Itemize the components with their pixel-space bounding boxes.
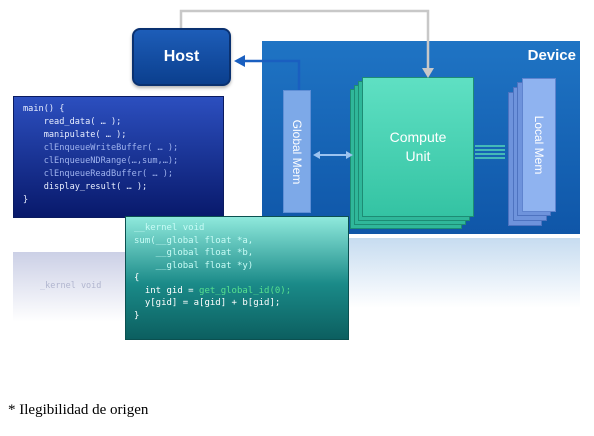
kernel-code-line: __global float *y): [134, 260, 254, 271]
host-code-line: main() {: [23, 104, 65, 114]
kernel-code-line: int gid = get_global_id(0);: [134, 285, 348, 298]
host-code-line: }: [23, 195, 29, 205]
globalmem-to-host-arrow: [244, 59, 301, 90]
kernel-code-line: __global float *b,: [134, 248, 254, 258]
host-code-line: display_result( … );: [23, 182, 148, 192]
globalmem-compute-arrowhead-left: [313, 151, 320, 159]
compute-localmem-connector: [475, 145, 505, 159]
compute-unit-label-line1: Compute: [389, 129, 447, 145]
kernel-code-line: y[gid] = a[gid] + b[gid];: [134, 298, 281, 308]
compute-unit-label-line2: Unit: [405, 148, 431, 164]
globalmem-compute-arrowhead-right: [346, 151, 353, 159]
host-code-reflection: [13, 252, 125, 322]
compute-unit-block: Compute Unit: [362, 77, 474, 217]
global-mem-block: Global Mem: [283, 90, 311, 213]
host-block: Host: [132, 28, 231, 86]
kernel-code-line: {: [134, 273, 140, 283]
reflection-text: _kernel void: [40, 281, 102, 291]
host-to-compute-arrowhead: [422, 68, 434, 78]
kernel-code-line: __kernel void: [134, 223, 205, 233]
host-code-line: clEnqueueNDRange(…,sum,…);: [23, 156, 179, 166]
host-code-line: clEnqueueReadBuffer( … );: [23, 169, 174, 179]
host-code-line: clEnqueueWriteBuffer( … );: [23, 143, 179, 153]
host-code-panel: main() { read_data( … ); manipulate( … )…: [13, 96, 224, 218]
device-label: Device: [527, 47, 576, 64]
kernel-gid-call: get_global_id(0);: [199, 285, 292, 296]
kernel-code-line: sum(__global float *a,: [134, 235, 254, 246]
caption: * Ilegibilidad de origen: [8, 402, 149, 418]
kernel-code-panel: __kernel void sum(__global float *a, __g…: [125, 216, 349, 340]
local-mem-block: Local Mem: [522, 78, 556, 212]
kernel-code-line: }: [134, 310, 140, 321]
host-code-line: manipulate( … );: [23, 130, 127, 140]
host-code-line: read_data( … );: [23, 117, 122, 127]
globalmem-to-host-arrowhead: [234, 55, 245, 67]
host-to-compute-arrow: [179, 9, 430, 70]
kernel-gid-decl: int gid =: [134, 285, 200, 296]
